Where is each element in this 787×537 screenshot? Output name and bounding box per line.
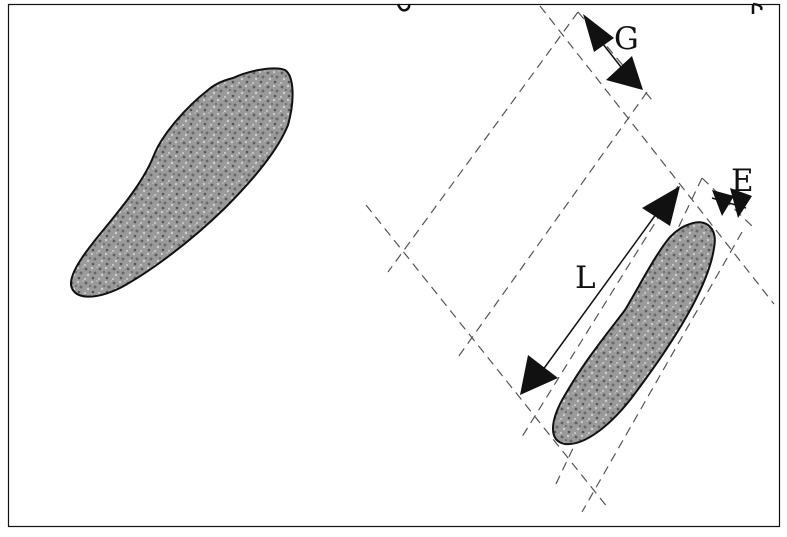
label-g: G xyxy=(614,21,639,57)
arrowhead-e-right xyxy=(730,188,752,218)
cropped-text-fragment xyxy=(751,2,763,14)
arrowhead-g-top xyxy=(583,14,614,52)
dashed-guide-line xyxy=(387,11,579,273)
arrowhead-e-left xyxy=(712,190,734,216)
dashed-guide-line xyxy=(365,204,609,509)
dimension-l-line xyxy=(536,205,663,379)
particle-right xyxy=(552,221,716,446)
particle-left xyxy=(69,67,294,298)
dashed-guide-line xyxy=(581,231,743,513)
dashed-guide-line xyxy=(519,185,679,441)
arrowhead-l-top xyxy=(642,186,680,226)
dashed-guide-line xyxy=(539,5,775,305)
label-e: E xyxy=(731,163,754,199)
cropped-text-fragment xyxy=(396,3,411,12)
dimension-g: G xyxy=(583,14,643,90)
dimension-l: L xyxy=(520,186,680,395)
label-l: L xyxy=(575,260,596,296)
dashed-guide-line xyxy=(455,91,648,361)
dimension-e: E xyxy=(711,163,754,218)
arrowhead-l-bottom xyxy=(520,355,558,395)
arrowhead-g-bottom xyxy=(606,56,643,90)
figure-frame xyxy=(7,3,781,528)
